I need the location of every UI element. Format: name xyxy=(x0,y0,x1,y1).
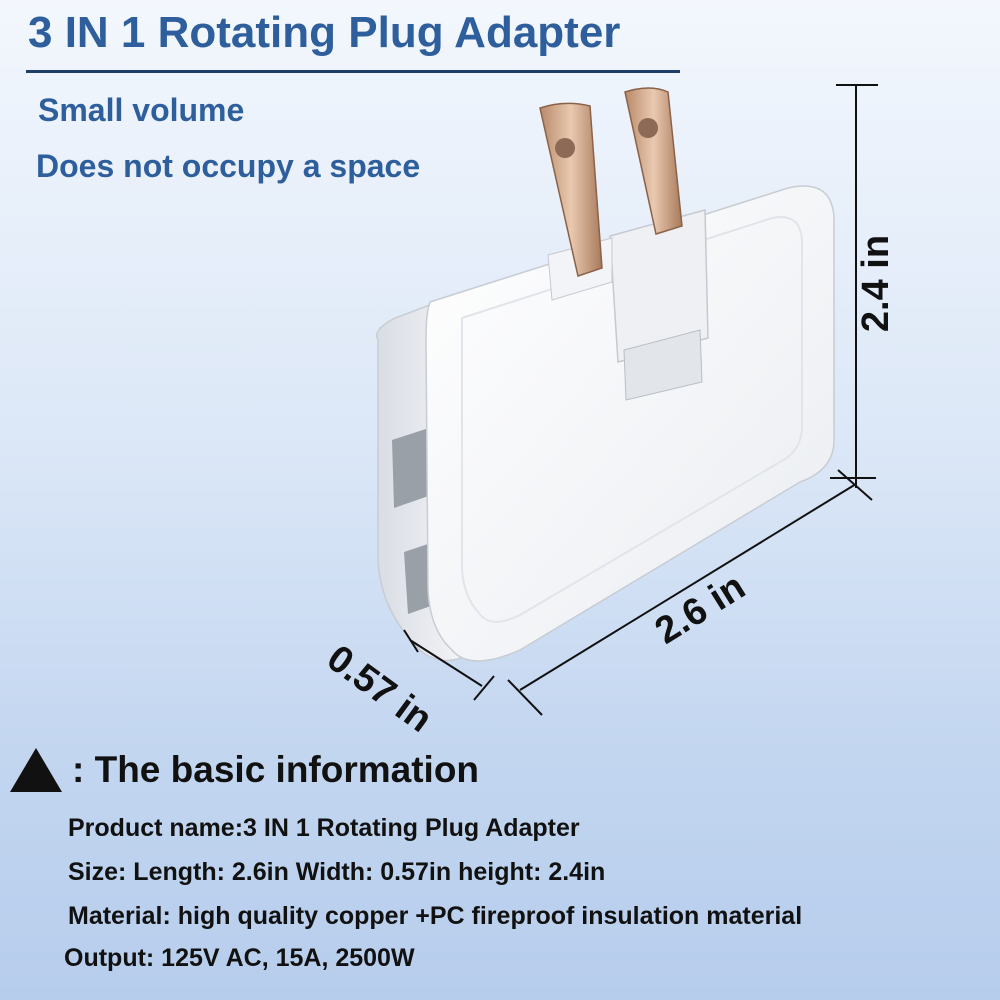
prong-left-hole xyxy=(555,138,575,158)
length-dimension-line xyxy=(519,483,857,691)
info-heading-text: : The basic information xyxy=(72,749,480,790)
front-panel-inset xyxy=(461,216,803,623)
subtitle-space: Does not occupy a space xyxy=(36,148,421,184)
prong-right-hole xyxy=(638,118,658,138)
width-dimension-line xyxy=(409,639,483,687)
info-size: Size: Length: 2.6in Width: 0.57in height… xyxy=(68,858,606,886)
dimension-lines xyxy=(403,84,878,716)
hinge-notch xyxy=(623,329,703,401)
height-dimension-label: 2.4 in xyxy=(855,234,898,333)
subtitle-small-volume: Small volume xyxy=(38,92,245,128)
info-output: Output: 125V AC, 15A, 2500W xyxy=(64,944,415,972)
info-product-name: Product name:3 IN 1 Rotating Plug Adapte… xyxy=(68,814,580,842)
info-heading: : The basic information xyxy=(10,748,479,792)
page-title: 3 IN 1 Rotating Plug Adapter xyxy=(28,8,621,57)
adapter-front-face xyxy=(425,185,835,662)
prong-right xyxy=(624,87,683,235)
triangle-icon xyxy=(10,748,62,792)
info-material: Material: high quality copper +PC firepr… xyxy=(68,902,803,930)
title-underline xyxy=(26,70,680,73)
